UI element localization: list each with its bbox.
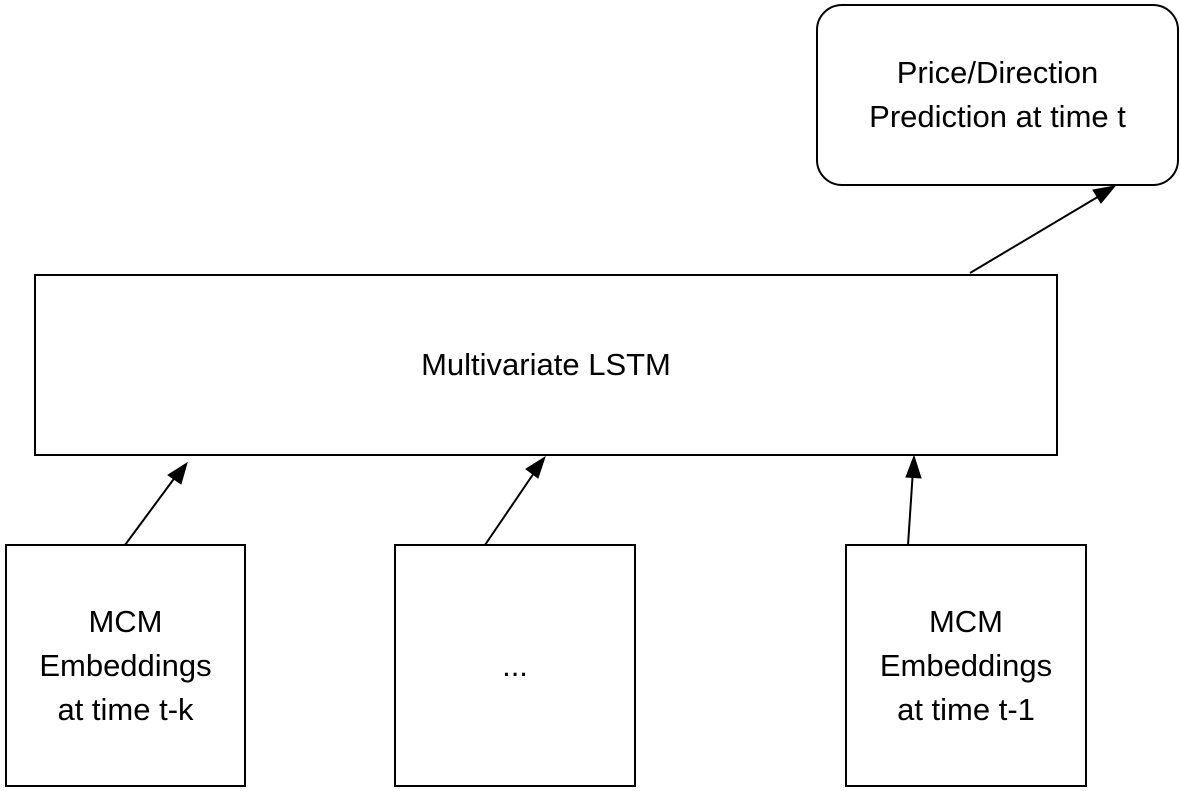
input-embedding-box-t-1: MCM Embeddings at time t-1 [845,544,1087,787]
prediction-output-label: Price/Direction Prediction at time t [869,55,1126,134]
arrow-input-mid-to-lstm [484,455,546,546]
arrow-lstm-to-output [969,185,1117,274]
multivariate-lstm-label: Multivariate LSTM [421,347,671,382]
input-embedding-label-ellipsis: ... [502,647,528,683]
arrow-input-left-to-lstm [124,461,188,546]
input-embedding-label-t-1: MCM Embeddings at time t-1 [879,603,1053,727]
input-embedding-box-ellipsis: ... [394,544,636,787]
input-embedding-box-t-k: MCM Embeddings at time t-k [5,544,246,787]
arrow-input-right-to-lstm [905,454,922,546]
input-embedding-label-t-k: MCM Embeddings at time t-k [39,603,212,727]
multivariate-lstm-box: Multivariate LSTM [34,274,1058,456]
prediction-output-box: Price/Direction Prediction at time t [816,4,1179,186]
